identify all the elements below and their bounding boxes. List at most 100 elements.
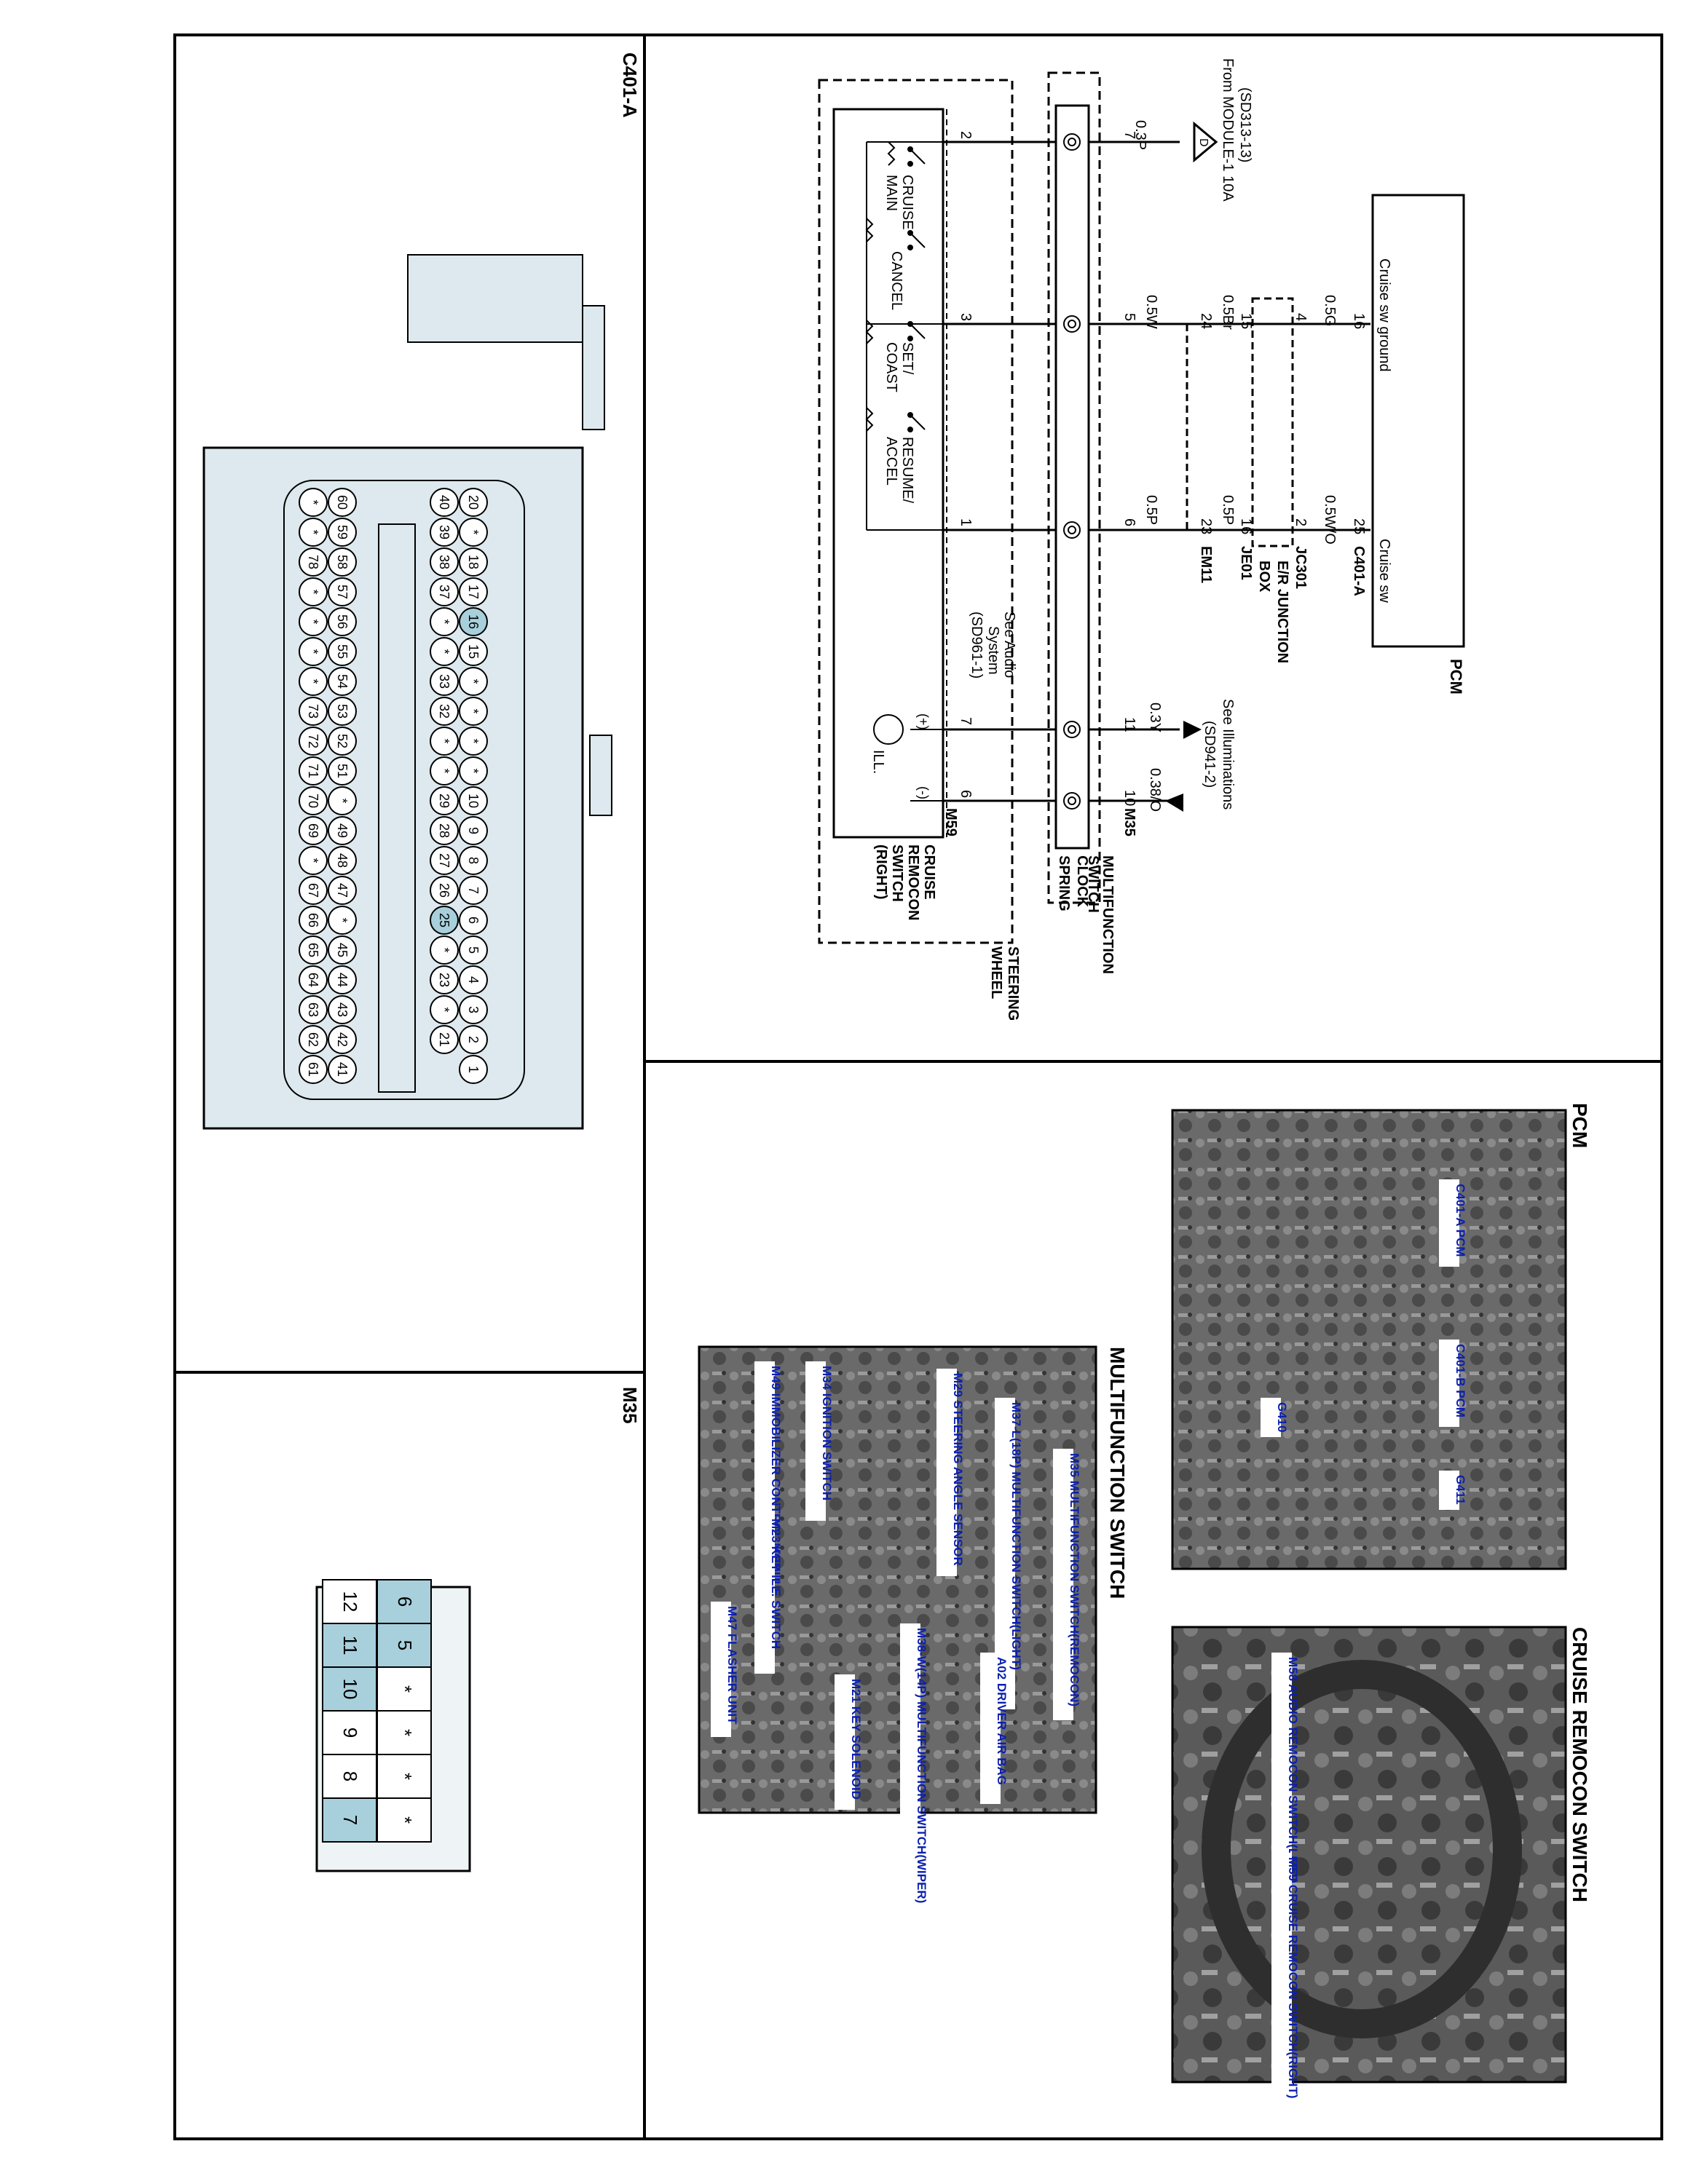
connector-pin <box>459 935 488 965</box>
connector-pin <box>430 786 459 815</box>
connector-pin-label: * <box>335 917 350 922</box>
connector-pin-label: 9 <box>339 1728 361 1738</box>
connector-pin <box>459 906 488 935</box>
connector-pin-label: 45 <box>335 943 350 957</box>
connector-pin <box>299 518 328 547</box>
clock-spring-label: SPRING <box>1056 855 1072 911</box>
connector-pin <box>328 846 357 875</box>
photo-callout: C401-A PCM <box>1439 1179 1467 1267</box>
switch-pin: 2 <box>958 131 974 139</box>
connector-pin-label: * <box>394 1816 416 1824</box>
connector-pin <box>328 727 357 756</box>
connector-em11-label: EM11 <box>1198 546 1214 583</box>
connector-pin-label: 28 <box>437 823 451 838</box>
connector-pin <box>430 607 459 636</box>
connector-pin-label: 5 <box>466 946 481 954</box>
connector-pin-label: 6 <box>394 1597 416 1607</box>
connector-pin-label: 55 <box>335 644 350 659</box>
connector-pin-label: * <box>306 678 320 684</box>
clock-spring-box <box>1054 104 1090 850</box>
switch-pin: 1 <box>958 518 974 526</box>
fuse-marker-triangle <box>1193 121 1218 163</box>
connector-pin-label: * <box>466 708 481 713</box>
connector-pin-label: * <box>394 1729 416 1736</box>
switch-label-set: SET/ <box>899 342 915 375</box>
connector-pin <box>299 786 328 815</box>
pin-number: 25 <box>1351 518 1367 534</box>
connector-pin-label: * <box>306 619 320 624</box>
connector-pin <box>328 995 357 1024</box>
connector-c401a-label: C401-A <box>1351 546 1367 596</box>
pcm-pin-ground-label: Cruise sw ground <box>1376 258 1392 372</box>
connector-pin-label: * <box>437 619 451 624</box>
photo-callout: M34 IGNITION SWITCH <box>805 1361 834 1521</box>
pin-number: 6 <box>1121 518 1137 526</box>
pin-number: 15 <box>1238 313 1254 329</box>
photo-callout: M21 KEY SOLENOID <box>835 1674 863 1810</box>
connector-pin-label: * <box>306 529 320 534</box>
connector-pin <box>299 547 328 577</box>
wire-label: 0.5Br <box>1220 295 1236 330</box>
pin-number: 11 <box>1121 717 1137 732</box>
svg-text:M34 IGNITION SWITCH: M34 IGNITION SWITCH <box>820 1366 834 1500</box>
illuminations-ref: See Illuminations <box>1220 699 1236 810</box>
connector-c401a-panel: C401-A 20*18171615****109876543214039383… <box>202 52 641 1130</box>
connector-pin <box>459 786 488 815</box>
connector-pin-label: 43 <box>335 1002 350 1017</box>
svg-text:M59 CRUISE REMOCON SWITCH(RIGH: M59 CRUISE REMOCON SWITCH(RIGHT) <box>1286 1857 1300 2099</box>
connector-pin-label: 7 <box>466 887 481 894</box>
connector-pin-label: 38 <box>437 555 451 569</box>
connector-pin <box>299 1055 328 1084</box>
connector-pin-label: 69 <box>306 823 320 838</box>
svg-text:C401-A PCM: C401-A PCM <box>1454 1184 1467 1257</box>
er-junction-label: E/R JUNCTION <box>1274 561 1290 663</box>
pin-number: 16 <box>1351 313 1367 329</box>
connector-pin <box>430 906 459 935</box>
ill-minus: (-) <box>916 786 931 799</box>
connector-pin-label: 61 <box>306 1062 320 1077</box>
audio-system-ref: See Audio <box>1001 612 1017 678</box>
connector-pin <box>459 876 488 905</box>
pin-number: 4 <box>1293 313 1309 321</box>
steering-wheel-label: WHEEL <box>988 946 1004 999</box>
connector-pin-label: 62 <box>306 1032 320 1047</box>
connector-pin <box>328 1055 357 1084</box>
connector-pin-label: 3 <box>466 1006 481 1013</box>
connector-pin <box>430 846 459 875</box>
connector-pin-label: 73 <box>306 704 320 719</box>
connector-pin-label: * <box>394 1773 416 1780</box>
connector-pin-label: 4 <box>466 976 481 984</box>
connector-pin-label: 59 <box>335 525 350 539</box>
switch-label-cancel: CANCEL <box>888 251 904 310</box>
connector-pin-label: 51 <box>335 764 350 778</box>
connector-pin-label: 70 <box>306 794 320 808</box>
connector-pin <box>328 547 357 577</box>
photo-cruise: CRUISE REMOCON SWITCH <box>1171 1626 1591 2084</box>
connector-pin-label: * <box>466 738 481 743</box>
connector-pin <box>459 816 488 845</box>
connector-pin-label: * <box>437 1007 451 1012</box>
connector-pin <box>430 577 459 606</box>
photo-cruise-title: CRUISE REMOCON SWITCH <box>1569 1627 1591 1902</box>
connector-pin <box>328 906 357 935</box>
connector-pin <box>459 995 488 1024</box>
connector-pin <box>328 518 357 547</box>
connector-pin <box>328 577 357 606</box>
connector-pin-label: 15 <box>466 644 481 659</box>
audio-system-ref: System <box>985 626 1001 675</box>
pcm-pin-cruise-label: Cruise sw <box>1376 539 1392 603</box>
connector-pin <box>322 1666 377 1712</box>
ill-plus: (+) <box>916 713 931 730</box>
connector-pin <box>459 697 488 726</box>
wire-label: 0.5P <box>1220 495 1236 525</box>
connector-pin-label: 29 <box>437 794 451 808</box>
connector-pin <box>430 488 459 517</box>
connector-pin-label: 44 <box>335 973 350 987</box>
steering-wheel-box <box>818 79 1014 944</box>
remocon-switch-label: REMOCON <box>905 844 921 920</box>
connector-pin-label: 33 <box>437 674 451 689</box>
connector-pin-label: 12 <box>339 1591 361 1613</box>
connector-pin-label: 27 <box>437 853 451 868</box>
connector-pin <box>328 667 357 696</box>
